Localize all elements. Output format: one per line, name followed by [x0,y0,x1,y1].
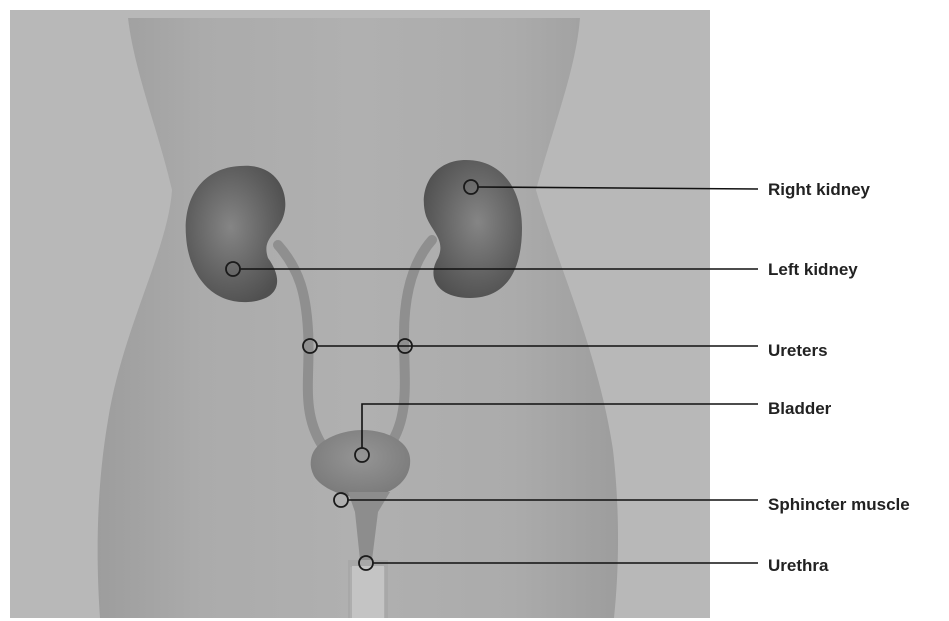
crotch-gap [352,566,384,618]
label-right-kidney: Right kidney [768,180,871,199]
label-bladder: Bladder [768,399,832,418]
label-ureters: Ureters [768,341,828,360]
label-left-kidney: Left kidney [768,260,858,279]
label-urethra: Urethra [768,556,829,575]
label-sphincter-muscle: Sphincter muscle [768,495,910,514]
